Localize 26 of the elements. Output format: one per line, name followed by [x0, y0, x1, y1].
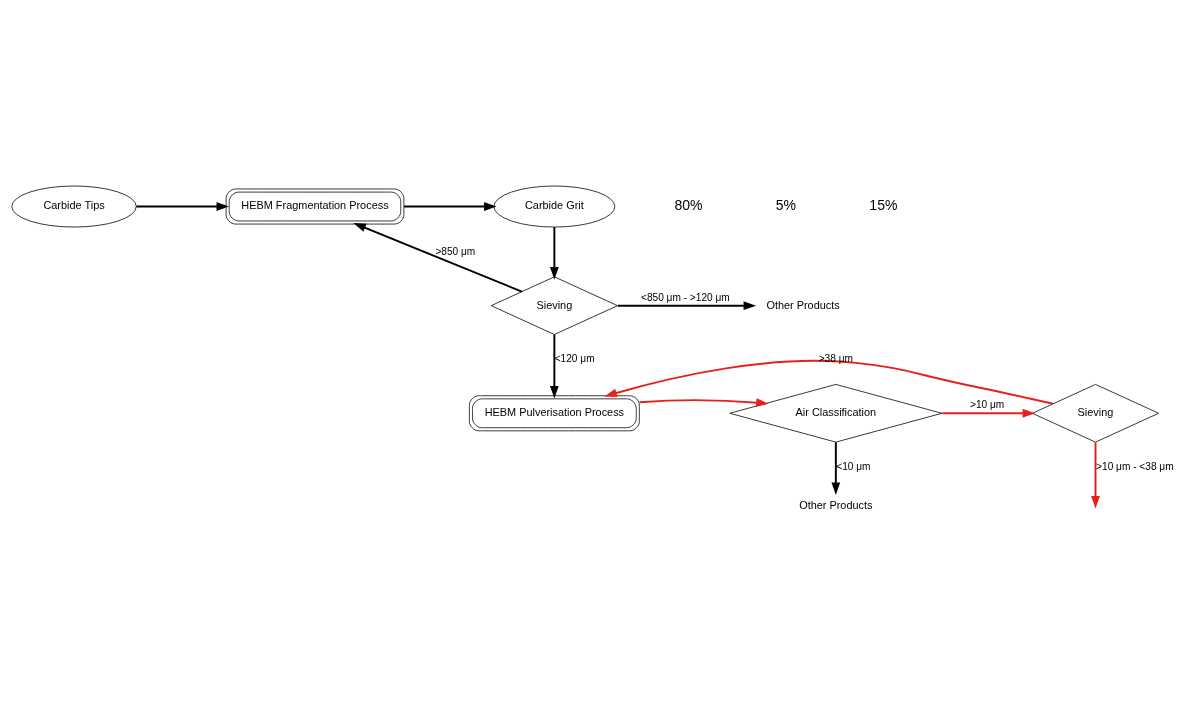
- label: 80%: [674, 196, 703, 213]
- node-diamond: Sieving: [1031, 384, 1160, 443]
- arrow: [638, 398, 769, 407]
- node-ellipse: Carbide Grit: [493, 185, 616, 228]
- arrow: [135, 202, 229, 211]
- edge-label: >10 μm: [969, 399, 1005, 411]
- arrow: [604, 359, 1055, 405]
- edge-label: >850 μm: [435, 245, 476, 257]
- edge-label: <850 μm - >120 μm: [640, 291, 730, 303]
- arrow: [353, 222, 523, 293]
- arrow: [550, 333, 559, 399]
- label: 15%: [869, 196, 898, 213]
- node-diamond: Air Classification: [729, 384, 943, 443]
- arrow: [403, 202, 497, 211]
- arrow: [941, 408, 1036, 418]
- node-ellipse: Carbide Tips: [11, 185, 137, 228]
- node-diamond: Sieving: [490, 276, 618, 335]
- node-text: Other Products: [799, 499, 873, 512]
- arrow: [550, 226, 559, 280]
- label: 5%: [775, 196, 797, 213]
- node-text: Other Products: [766, 298, 840, 311]
- arrow: [1091, 441, 1100, 509]
- edge-label: <120 μm: [554, 353, 595, 365]
- arrow: [831, 441, 841, 495]
- arrow: [616, 301, 757, 311]
- edge-label: >10 μm - <38 μm: [1096, 460, 1174, 472]
